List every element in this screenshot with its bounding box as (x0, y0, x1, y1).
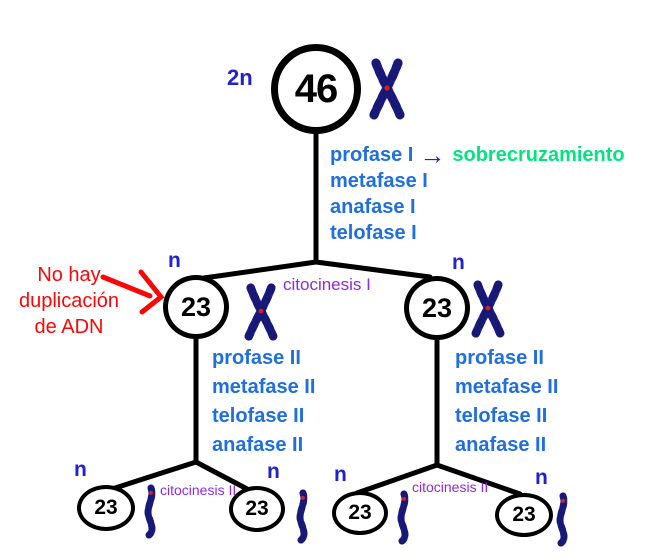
bottomcell-1-ploidy: n (74, 458, 87, 481)
crossover-label: sobrecruzamiento (452, 144, 625, 166)
bottomcell-2: 23 (229, 486, 285, 532)
connector-branch1-right (313, 259, 433, 280)
phase-anafase2-right: anafase II (455, 434, 547, 456)
parent-cell-count: 46 (294, 66, 338, 111)
chromatid-icon (139, 484, 159, 539)
chromatid-icon (291, 489, 311, 544)
bottomcell-3-ploidy: n (334, 463, 347, 486)
bottomcell-3-count: 23 (348, 501, 372, 524)
bottomcell-1-count: 23 (94, 496, 118, 519)
chromatid-icon (392, 490, 412, 545)
chromatid-icon (551, 492, 571, 547)
bottomcell-4: 23 (495, 493, 553, 537)
phase-anafase1: anafase I (330, 196, 416, 218)
chromosome-icon (469, 280, 507, 338)
phase-profase2-left: profase II (212, 347, 301, 369)
parent-ploidy-label: 2n (227, 65, 253, 90)
dna-note-line1: No hay (37, 264, 101, 286)
dna-note-line2: duplicación (18, 290, 120, 312)
phase-profase2-right: profase II (455, 347, 544, 369)
bottomcell-4-count: 23 (512, 503, 536, 526)
midcell-right-ploidy: n (452, 251, 465, 274)
bottomcell-4-ploidy: n (535, 466, 548, 489)
midcell-right-count: 23 (421, 292, 453, 323)
meiosis2-phase-list-left: profase II metafase II telofase II anafa… (212, 344, 315, 460)
connector-branch2-left-b (193, 459, 252, 493)
phase-metafase1: metafase I (330, 170, 428, 192)
phase-profase1: profase I (330, 144, 414, 166)
meiosis2-phase-list-right: profase II metafase II telofase II anafa… (455, 344, 558, 460)
connector-branch2-right-b (434, 462, 523, 497)
phase-telofase1: telofase I (330, 222, 417, 244)
connector-branch1-left (201, 259, 319, 281)
bottomcell-1: 23 (77, 485, 135, 531)
dna-note-arrow-icon (100, 269, 165, 315)
bottomcell-2-ploidy: n (267, 460, 280, 483)
dna-note: No hay duplicación de ADN (0, 262, 138, 340)
cytokinesis2-label-right: citocinesis II (412, 479, 489, 495)
crossover-arrow-icon: → (419, 140, 446, 170)
phase-metafase2-right: metafase II (455, 376, 559, 398)
phase-anafase2-left: anafase II (212, 434, 304, 456)
meiosis1-phase-list: profase I → sobrecruzamiento metafase I … (330, 142, 625, 246)
midcell-left: 23 (163, 275, 229, 339)
bottomcell-2-count: 23 (245, 497, 269, 520)
midcell-left-ploidy: n (168, 249, 181, 272)
dna-note-line3: de ADN (34, 316, 104, 338)
midcell-left-count: 23 (180, 291, 212, 322)
phase-telofase2-left: telofase II (212, 405, 305, 427)
parent-cell: 46 (271, 44, 361, 134)
cytokinesis2-label-left: citocinesis II (160, 482, 237, 498)
bottomcell-3: 23 (332, 491, 388, 535)
chromosome-icon (367, 57, 407, 121)
midcell-right: 23 (404, 276, 470, 340)
connector-branch2-left-a (109, 459, 199, 492)
phase-metafase2-left: metafase II (212, 376, 316, 398)
phase-telofase2-right: telofase II (455, 405, 548, 427)
connector-branch2-right-a (354, 462, 440, 496)
chromosome-icon (242, 283, 280, 341)
cytokinesis1-label: citocinesis I (283, 275, 371, 294)
